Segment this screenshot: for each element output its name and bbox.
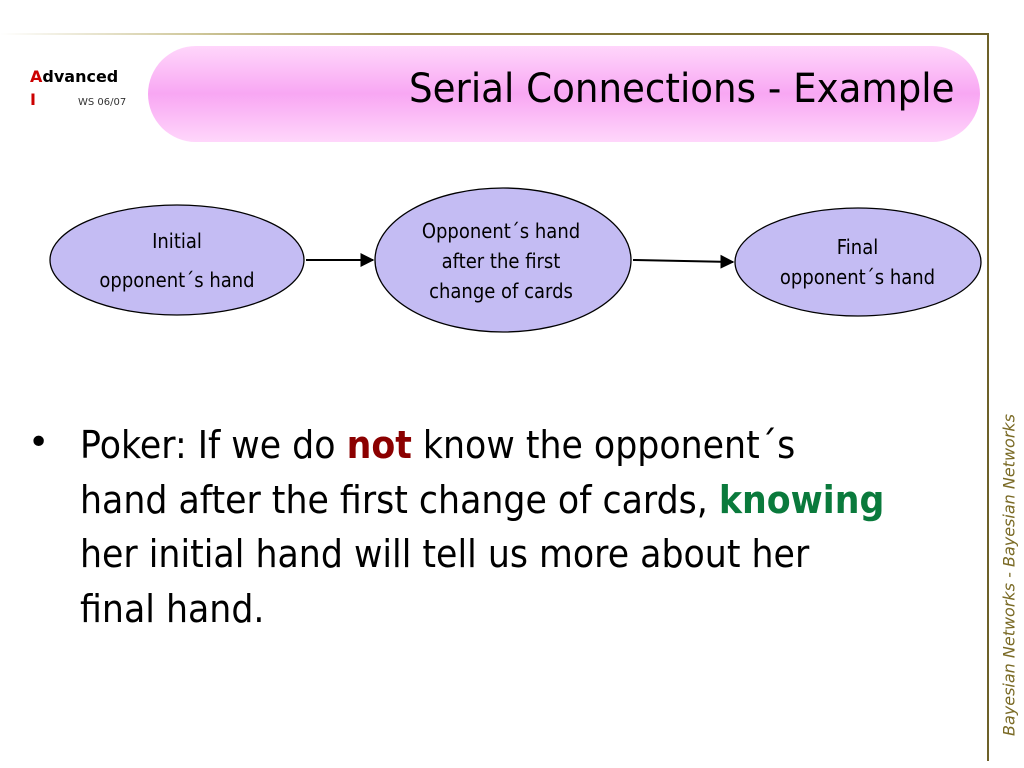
bullet-text-part-3: her initial hand will tell us more about… <box>80 532 810 631</box>
semester-label: WS 06/07 <box>78 97 127 108</box>
node-after-change-label: Opponent´s hand after the first change o… <box>388 216 615 306</box>
bullet-text: Poker: If we do not know the opponent´s … <box>80 418 885 636</box>
node-final-line-1: Final <box>836 235 879 259</box>
logo-first-letter: A <box>30 67 43 86</box>
bullet-text-part-1: Poker: If we do <box>80 423 347 467</box>
emphasis-not: not <box>346 423 412 467</box>
node-after-change-line-3: change of cards <box>429 279 573 303</box>
slide-title: Serial Connections - Example <box>408 66 954 112</box>
node-after-change-line-1: Opponent´s hand <box>421 219 581 243</box>
logo-second-letter: I <box>30 90 36 109</box>
header-rule <box>0 33 988 35</box>
node-final-label: Final opponent´s hand <box>747 232 968 292</box>
title-banner: Serial Connections - Example <box>148 46 980 142</box>
node-final-line-2: opponent´s hand <box>779 265 936 289</box>
vertical-course-label: Bayesian Networks - Bayesian Networks <box>999 413 1019 737</box>
logo-word: Advanced <box>30 67 118 86</box>
node-initial-line-2: opponent´s hand <box>99 268 255 292</box>
emphasis-knowing: knowing <box>718 477 885 522</box>
node-initial-label: Initial opponent´s hand <box>65 226 290 295</box>
bullet-dot: • <box>28 422 50 463</box>
node-after-change-line-2: after the first <box>441 249 561 273</box>
node-initial-hand <box>49 204 305 316</box>
logo-word-rest: dvanced <box>42 67 119 86</box>
node-hand-after-change <box>374 187 632 333</box>
node-initial-line-1: Initial <box>152 229 202 253</box>
node-final-hand <box>734 207 982 317</box>
bullet-text-part-2: know the opponent´s hand after the first… <box>80 423 796 522</box>
right-border-rule <box>987 33 989 761</box>
arrow-after-change-to-final <box>632 254 735 269</box>
